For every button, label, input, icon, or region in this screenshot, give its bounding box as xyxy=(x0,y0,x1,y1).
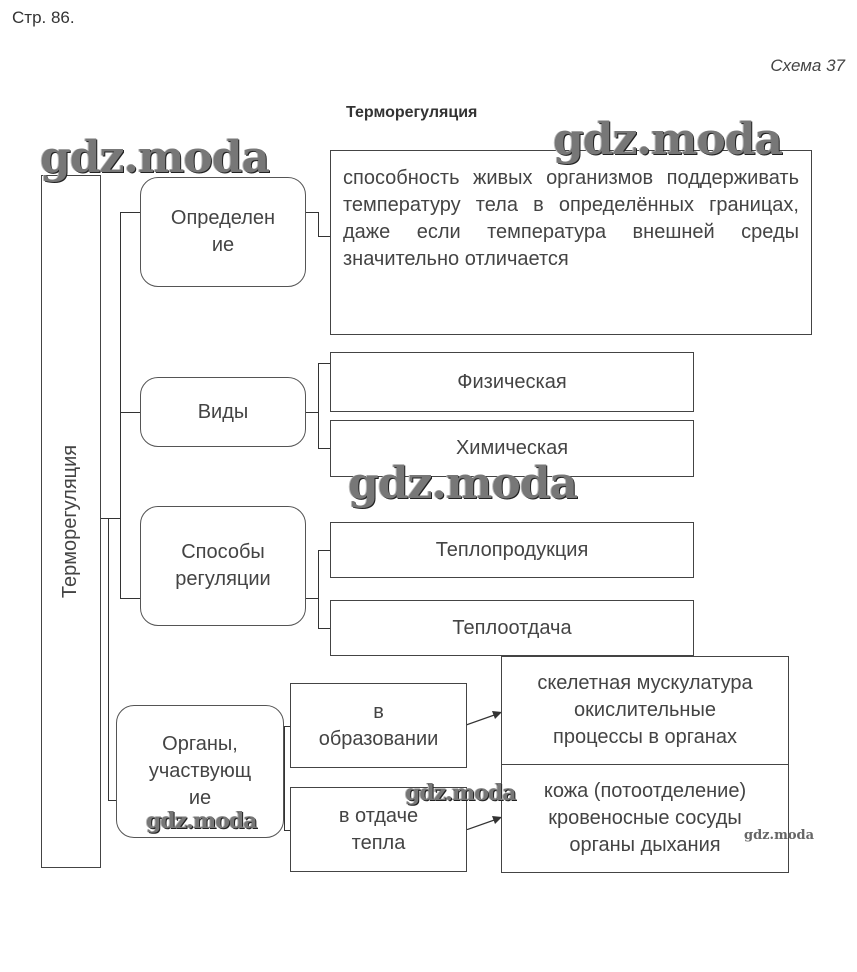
definition-text-box: способность живых организмов поддерживат… xyxy=(330,150,812,335)
root-node: Терморегуляция xyxy=(41,175,101,868)
connector xyxy=(306,598,318,600)
methods-label-1: Способы xyxy=(181,541,265,563)
organs-node: Органы, участвующ ие xyxy=(116,705,284,838)
organs-group-formation: в образовании xyxy=(290,683,467,768)
connector xyxy=(318,236,330,238)
connector xyxy=(101,518,121,520)
type-item-chemical: Химическая xyxy=(330,420,694,477)
connector xyxy=(318,363,330,365)
definition-node: Определен ие xyxy=(140,177,306,287)
connector xyxy=(120,212,122,599)
root-label: Терморегуляция xyxy=(59,444,82,599)
result-line: процессы в органах xyxy=(553,726,737,748)
types-label: Виды xyxy=(197,400,249,423)
organs-result-release: кожа (потоотделение) кровеносные сосуды … xyxy=(501,764,789,873)
connector xyxy=(284,830,290,832)
method-item-label: Теплопродукция xyxy=(435,538,589,561)
diagram-title: Терморегуляция xyxy=(346,104,478,121)
arrows xyxy=(466,711,502,830)
organs-label-1: Органы, xyxy=(162,733,238,755)
connector xyxy=(318,550,320,628)
group-label-2: тепла xyxy=(351,831,406,854)
result-line: органы дыхания xyxy=(569,834,721,856)
type-item-physical: Физическая xyxy=(330,352,694,412)
connector xyxy=(108,800,118,802)
type-item-label: Химическая xyxy=(455,437,569,459)
organs-label-2: участвующ xyxy=(148,760,252,782)
definition-text: способность живых организмов поддерживат… xyxy=(343,167,799,270)
connector xyxy=(120,212,140,214)
result-line: кровеносные сосуды xyxy=(548,807,742,829)
methods-label-2: регуляции xyxy=(175,568,271,590)
connector xyxy=(306,412,318,414)
connector xyxy=(318,212,320,236)
arrow-head-formation xyxy=(492,711,502,719)
organs-result-formation: скелетная мускулатура окислительные проц… xyxy=(501,656,789,765)
group-label-1: в xyxy=(373,700,384,723)
organs-group-release: в отдаче тепла xyxy=(290,787,467,872)
connector xyxy=(120,598,140,600)
definition-label-1: Определен xyxy=(170,207,276,229)
connector xyxy=(306,212,318,214)
connector xyxy=(318,628,330,630)
method-item-label: Теплоотдача xyxy=(452,616,572,639)
group-label-2: образовании xyxy=(318,727,439,750)
methods-node: Способы регуляции xyxy=(140,506,306,626)
result-line: скелетная мускулатура xyxy=(537,672,753,694)
page-number: Стр. 86. xyxy=(12,8,75,27)
types-node: Виды xyxy=(140,377,306,447)
group-label-1: в отдаче xyxy=(338,804,419,827)
arrow-head-release xyxy=(492,816,502,824)
connector xyxy=(318,363,320,448)
connector xyxy=(318,448,330,450)
connector xyxy=(108,518,110,800)
result-line: окислительные xyxy=(574,699,716,721)
connector xyxy=(318,550,330,552)
connector xyxy=(120,412,140,414)
connector xyxy=(284,726,290,728)
scheme-number: Схема 37 xyxy=(770,56,845,75)
type-item-label: Физическая xyxy=(457,370,567,393)
result-line: кожа (потоотделение) xyxy=(543,780,747,802)
method-item-heat-production: Теплопродукция xyxy=(330,522,694,578)
connector xyxy=(284,726,286,830)
definition-label-2: ие xyxy=(211,234,235,256)
organs-label-3: ие xyxy=(188,787,212,809)
method-item-heat-release: Теплоотдача xyxy=(330,600,694,656)
